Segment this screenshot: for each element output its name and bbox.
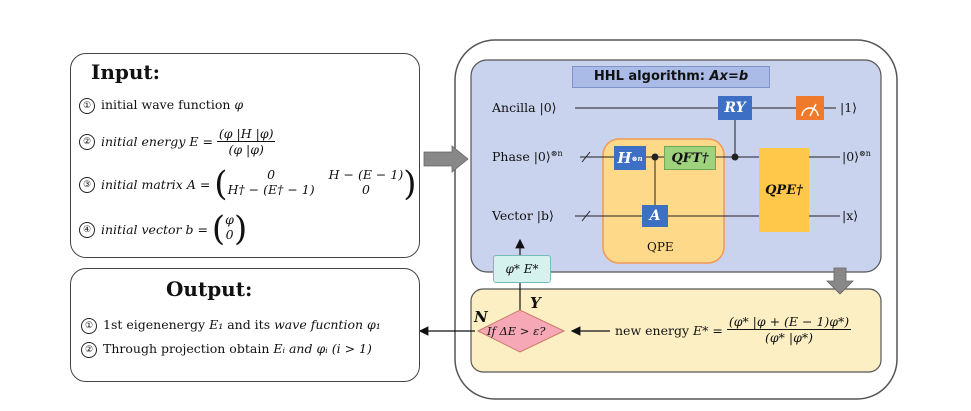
ancilla-output: |1⟩ (840, 100, 858, 115)
phase-label: Phase |0⟩⊗n (492, 149, 563, 165)
qpe-box (602, 138, 725, 264)
decision-text: If ΔE > ε? (487, 324, 546, 338)
hhl-title: HHL algorithm: Ax=b (572, 66, 770, 88)
qpe-label: QPE (647, 240, 674, 254)
down-arrow (826, 267, 854, 295)
ancilla-label: Ancilla |0⟩ (492, 100, 557, 115)
output-title: Output: (166, 277, 253, 301)
decision-yes: Y (530, 294, 541, 312)
vector-output: |x⟩ (842, 208, 859, 223)
hadamard-gate: H⊗n (614, 146, 646, 170)
ry-gate: RY (718, 96, 752, 120)
a-gate: A (642, 205, 668, 227)
input-arrow (423, 145, 469, 173)
input-title: Input: (91, 60, 161, 84)
qft-dagger-gate: QFT† (664, 146, 716, 170)
qpe-dagger-gate: QPE† (759, 148, 809, 232)
decision-diamond (476, 309, 566, 353)
outer-container (454, 39, 898, 400)
vector-label: Vector |b⟩ (492, 208, 554, 223)
phase-output: |0⟩⊗n (842, 149, 871, 165)
new-energy: new energy E* = (φ* |φ + (E − 1)φ*) (φ* … (615, 314, 852, 345)
feedback-label: φ* E* (493, 255, 551, 283)
decision-no: N (474, 308, 488, 326)
